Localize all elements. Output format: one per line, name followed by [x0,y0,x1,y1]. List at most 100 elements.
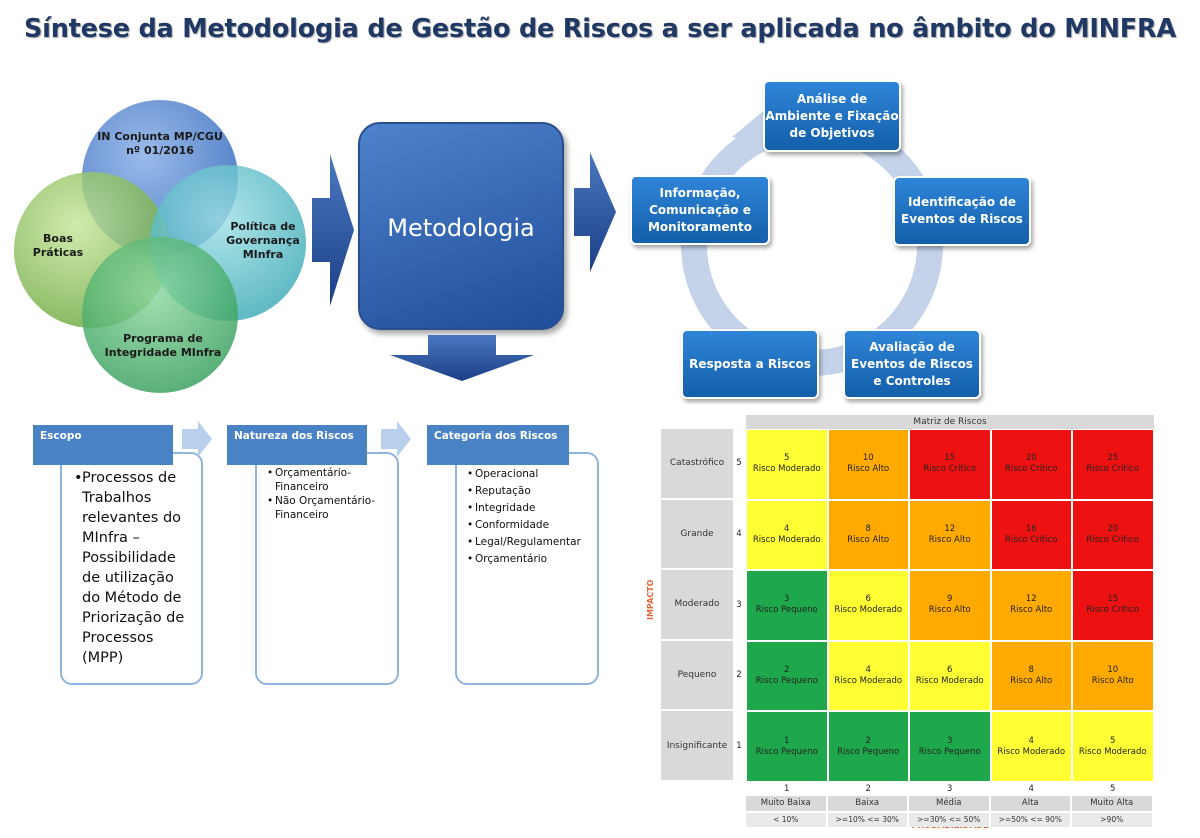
probability-col-number: 3 [947,784,953,794]
venn-diagram [14,100,306,393]
probability-col-range: < 10% [746,813,828,827]
impact-row-label: Pequeno [661,640,733,712]
probability-col-number: 4 [1028,784,1034,794]
cell-score: 15 [1107,594,1119,605]
cell-score: 4 [865,665,871,676]
cell-level: Risco Moderado [834,605,903,616]
probability-col-label: Alta [990,796,1072,811]
probability-col-range: >=30% <= 50% [909,813,991,827]
cycle-step-informacao: Informação, Comunicação e Monitoramento [630,175,770,245]
venn-circle-bottom [82,237,238,393]
categoria-body: Operacional Reputação Integridade Confor… [455,452,599,685]
categoria-item: Legal/Regulamentar [467,534,591,551]
cell-level: Risco Crítico [1004,534,1058,545]
cell-score: 10 [1107,665,1119,676]
natureza-item: Não Orçamentário-Financeiro [267,494,391,522]
cell-score: 12 [944,523,956,534]
probability-col-number: 5 [1110,784,1116,794]
matrix-title: Matriz de Riscos [746,415,1154,429]
cell-level: Risco Alto [847,464,890,475]
cycle-step-identificacao: Identificação de Eventos de Riscos [893,176,1031,246]
methodology-box: Metodologia [358,122,564,330]
categoria-item: Integridade [467,500,591,517]
impact-row-label: Grande [661,499,733,571]
impact-row-number: 1 [736,740,742,751]
probability-col-number: 2 [865,784,871,794]
cell-score: 6 [865,594,871,605]
cell-score: 12 [1025,594,1037,605]
cell-level: Risco Pequeno [918,746,981,757]
chevron-right-icon [381,421,411,457]
impact-row-number: 4 [736,528,742,539]
arrow-right-icon [574,152,616,272]
cell-level: Risco Alto [1010,605,1053,616]
cycle-step-analise: Análise de Ambiente e Fixação de Objetiv… [763,80,901,152]
natureza-header: Natureza dos Riscos [227,425,367,465]
cell-level: Risco Pequeno [837,746,900,757]
cell-score: 15 [944,453,956,464]
cell-score: 3 [947,735,953,746]
cell-score: 8 [1028,665,1034,676]
cell-score: 25 [1107,453,1119,464]
cell-level: Risco Alto [847,534,890,545]
categoria-item: Operacional [467,466,591,483]
cell-level: Risco Pequeno [755,746,818,757]
cell-score: 2 [784,665,790,676]
cell-level: Risco Crítico [1086,534,1140,545]
probability-col-range: >=50% <= 90% [990,813,1072,827]
categoria-header: Categoria dos Riscos [427,425,569,465]
cell-score: 4 [784,523,790,534]
page-title: Síntese da Metodologia de Gestão de Risc… [24,14,1176,44]
cell-score: 5 [784,453,790,464]
categoria-list: Operacional Reputação Integridade Confor… [457,454,597,568]
probability-col-range: >=10% <= 30% [827,813,909,827]
cycle-arrowhead-icon [732,107,772,147]
cell-level: Risco Moderado [915,676,984,687]
cell-level: Risco Alto [928,534,971,545]
cell-level: Risco Pequeno [755,676,818,687]
escopo-list: Processos de Trabalhos relevantes do MIn… [62,454,201,668]
cycle-step-avaliacao: Avaliação de Eventos de Riscos e Control… [843,329,981,399]
cell-level: Risco Alto [1010,676,1053,687]
natureza-list: Orçamentário-Financeiro Não Orçamentário… [257,454,397,522]
impact-axis-label: IMPACTO [646,579,655,620]
escopo-item: Processos de Trabalhos relevantes do MIn… [74,468,193,668]
categoria-item: Conformidade [467,517,591,534]
cell-score: 6 [947,665,953,676]
impact-row-label: Catastrófico [661,429,733,500]
cell-score: 10 [862,453,874,464]
categoria-item: Reputação [467,483,591,500]
cell-level: Risco Alto [928,605,971,616]
venn-label-bottom: Programa de Integridade MInfra [104,332,222,359]
cell-score: 2 [865,735,871,746]
cell-score: 9 [947,594,953,605]
cell-level: Risco Moderado [752,534,821,545]
venn-label-right: Política de Governança MInfra [226,220,300,261]
cell-level: Risco Crítico [1086,464,1140,475]
cell-level: Risco Pequeno [755,605,818,616]
cell-score: 4 [1028,735,1034,746]
cell-score: 1 [784,735,790,746]
cell-score: 8 [865,523,871,534]
venn-label-left: Boas Práticas [32,232,84,259]
cell-score: 5 [1110,735,1116,746]
cell-level: Risco Crítico [1086,605,1140,616]
